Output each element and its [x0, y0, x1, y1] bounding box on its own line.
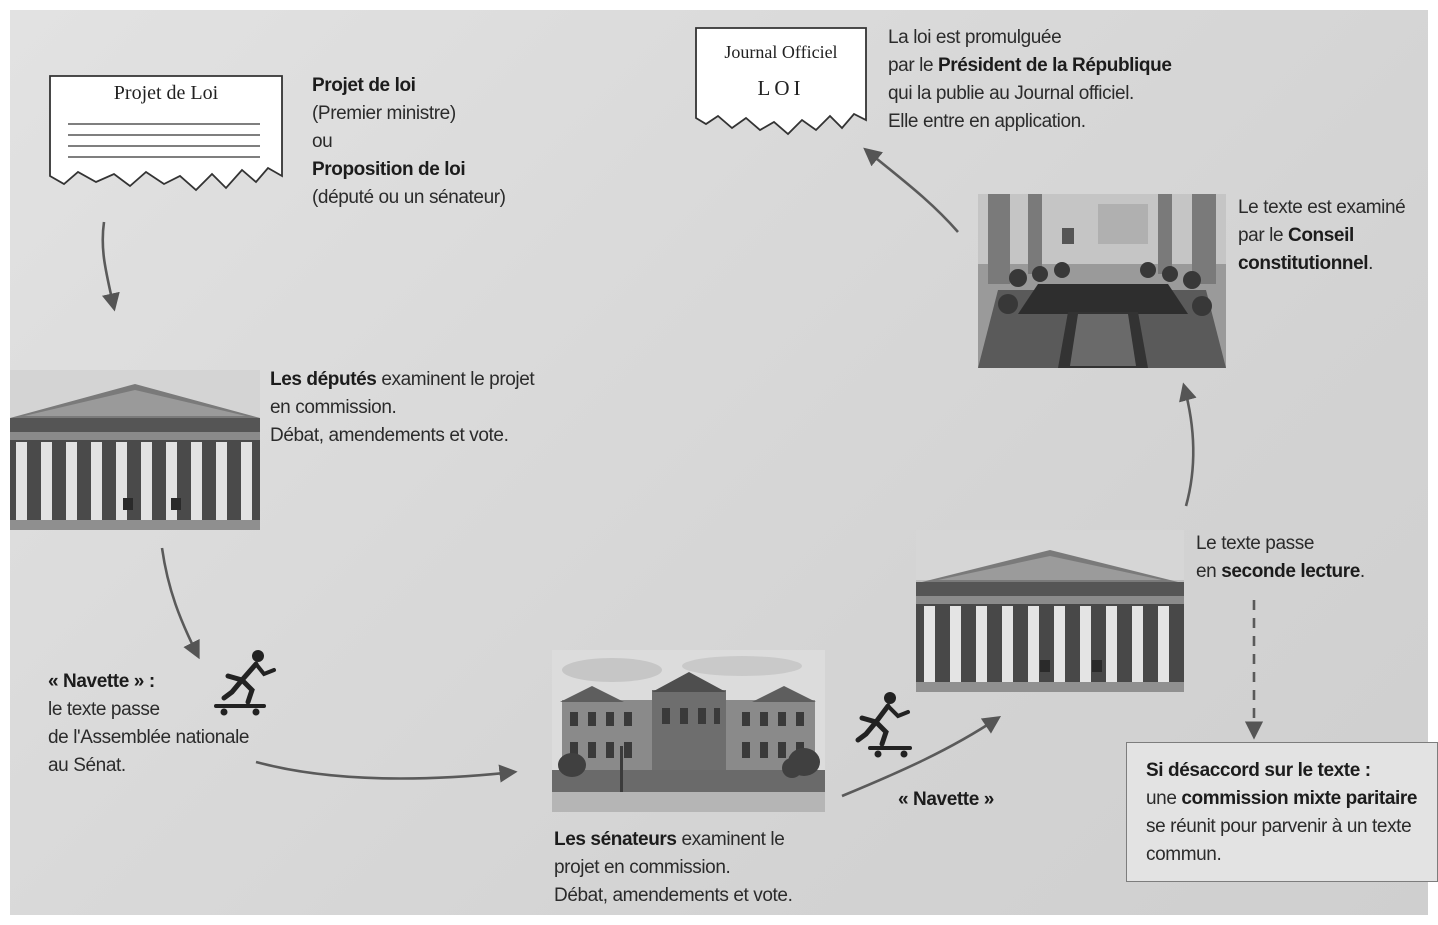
step5-line1: Le texte est examiné — [1238, 197, 1406, 218]
step6-line3: qui la publie au Journal officiel. — [888, 83, 1134, 104]
conseil-constitutionnel-photo — [978, 194, 1226, 368]
cmp-line2-pre: une — [1146, 788, 1182, 809]
step5-text: Le texte est examiné par le Conseil cons… — [1238, 194, 1406, 278]
step1-text: Projet de loi (Premier ministre) ou Prop… — [312, 72, 506, 212]
step6-line1: La loi est promulguée — [888, 27, 1062, 48]
depute-senateur-label: (député ou un sénateur) — [312, 187, 506, 208]
deputes-examinent-label: examinent le projet — [376, 369, 535, 390]
skateboarder-icon — [855, 692, 912, 758]
cmp-line3: se réunit pour parvenir à un texte — [1146, 816, 1412, 837]
step4-line2-pre: en — [1196, 561, 1222, 582]
senateurs-label: Les sénateurs — [554, 829, 677, 850]
step5-line3-post: . — [1368, 253, 1374, 274]
step3-line2: projet en commission. — [554, 857, 731, 878]
arrow-icon — [160, 547, 200, 660]
step4-text: Le texte passe en seconde lecture. — [1196, 530, 1365, 586]
journal-officiel-title: Journal Officiel — [724, 42, 838, 62]
navette2-label: « Navette » — [898, 789, 994, 810]
deputes-label: Les députés — [270, 369, 377, 390]
journal-officiel-loi: LOI — [757, 76, 805, 100]
step6-text: La loi est promulguée par le Président d… — [888, 24, 1172, 136]
step3-text: Les sénateurs examinent le projet en com… — [554, 826, 793, 910]
arrow-icon — [841, 715, 1002, 798]
step2-line3: Débat, amendements et vote. — [270, 425, 509, 446]
projet-de-loi-document-icon: Projet de Loi — [46, 72, 286, 202]
cmp-title: Si désaccord sur le texte : — [1146, 760, 1371, 781]
navette1-line3: de l'Assemblée nationale — [48, 727, 250, 748]
commission-mixte-paritaire-label: commission mixte paritaire — [1181, 788, 1418, 809]
navette1-line2: le texte passe — [48, 699, 160, 720]
step2-text: Les députés examinent le projet en commi… — [270, 366, 535, 450]
navette1-text: « Navette » : le texte passe de l'Assemb… — [48, 668, 249, 780]
proposition-de-loi-label: Proposition de loi — [312, 159, 466, 180]
ou-label: ou — [312, 131, 333, 152]
cmp-text: Si désaccord sur le texte : une commissi… — [1146, 757, 1417, 869]
assemblee-nationale-photo — [10, 370, 260, 530]
conseil-label: Conseil — [1288, 225, 1354, 246]
step4-line1: Le texte passe — [1196, 533, 1314, 554]
step3-line3: Débat, amendements et vote. — [554, 885, 793, 906]
step5-line2-pre: par le — [1238, 225, 1289, 246]
step6-line4: Elle entre en application. — [888, 111, 1086, 132]
arrow-icon — [255, 760, 518, 783]
skateboarder-icon — [214, 650, 276, 716]
cmp-line4: commun. — [1146, 844, 1222, 865]
journal-officiel-document-icon: Journal Officiel LOI — [692, 24, 870, 142]
navette1-label: « Navette » : — [48, 671, 155, 692]
arrow-icon — [863, 147, 959, 233]
senat-photo — [552, 650, 825, 812]
step4-line2-post: . — [1359, 561, 1365, 582]
step2-line2: en commission. — [270, 397, 397, 418]
assemblee-nationale-seconde-lecture-photo — [916, 530, 1184, 692]
senateurs-examinent-label: examinent le — [676, 829, 785, 850]
projet-de-loi-doc-title: Projet de Loi — [113, 82, 219, 104]
step6-line2-pre: par le — [888, 55, 939, 76]
constitutionnel-label: constitutionnel — [1238, 253, 1369, 274]
seconde-lecture-label: seconde lecture — [1221, 561, 1360, 582]
cmp-box — [1126, 742, 1438, 882]
arrow-icon — [1179, 382, 1197, 507]
arrow-icon — [101, 221, 120, 312]
navette2-text: « Navette » — [898, 786, 994, 814]
president-label: Président de la République — [938, 55, 1172, 76]
premier-ministre-label: (Premier ministre) — [312, 103, 456, 124]
projet-de-loi-label: Projet de loi — [312, 75, 416, 96]
navette1-line4: au Sénat. — [48, 755, 126, 776]
